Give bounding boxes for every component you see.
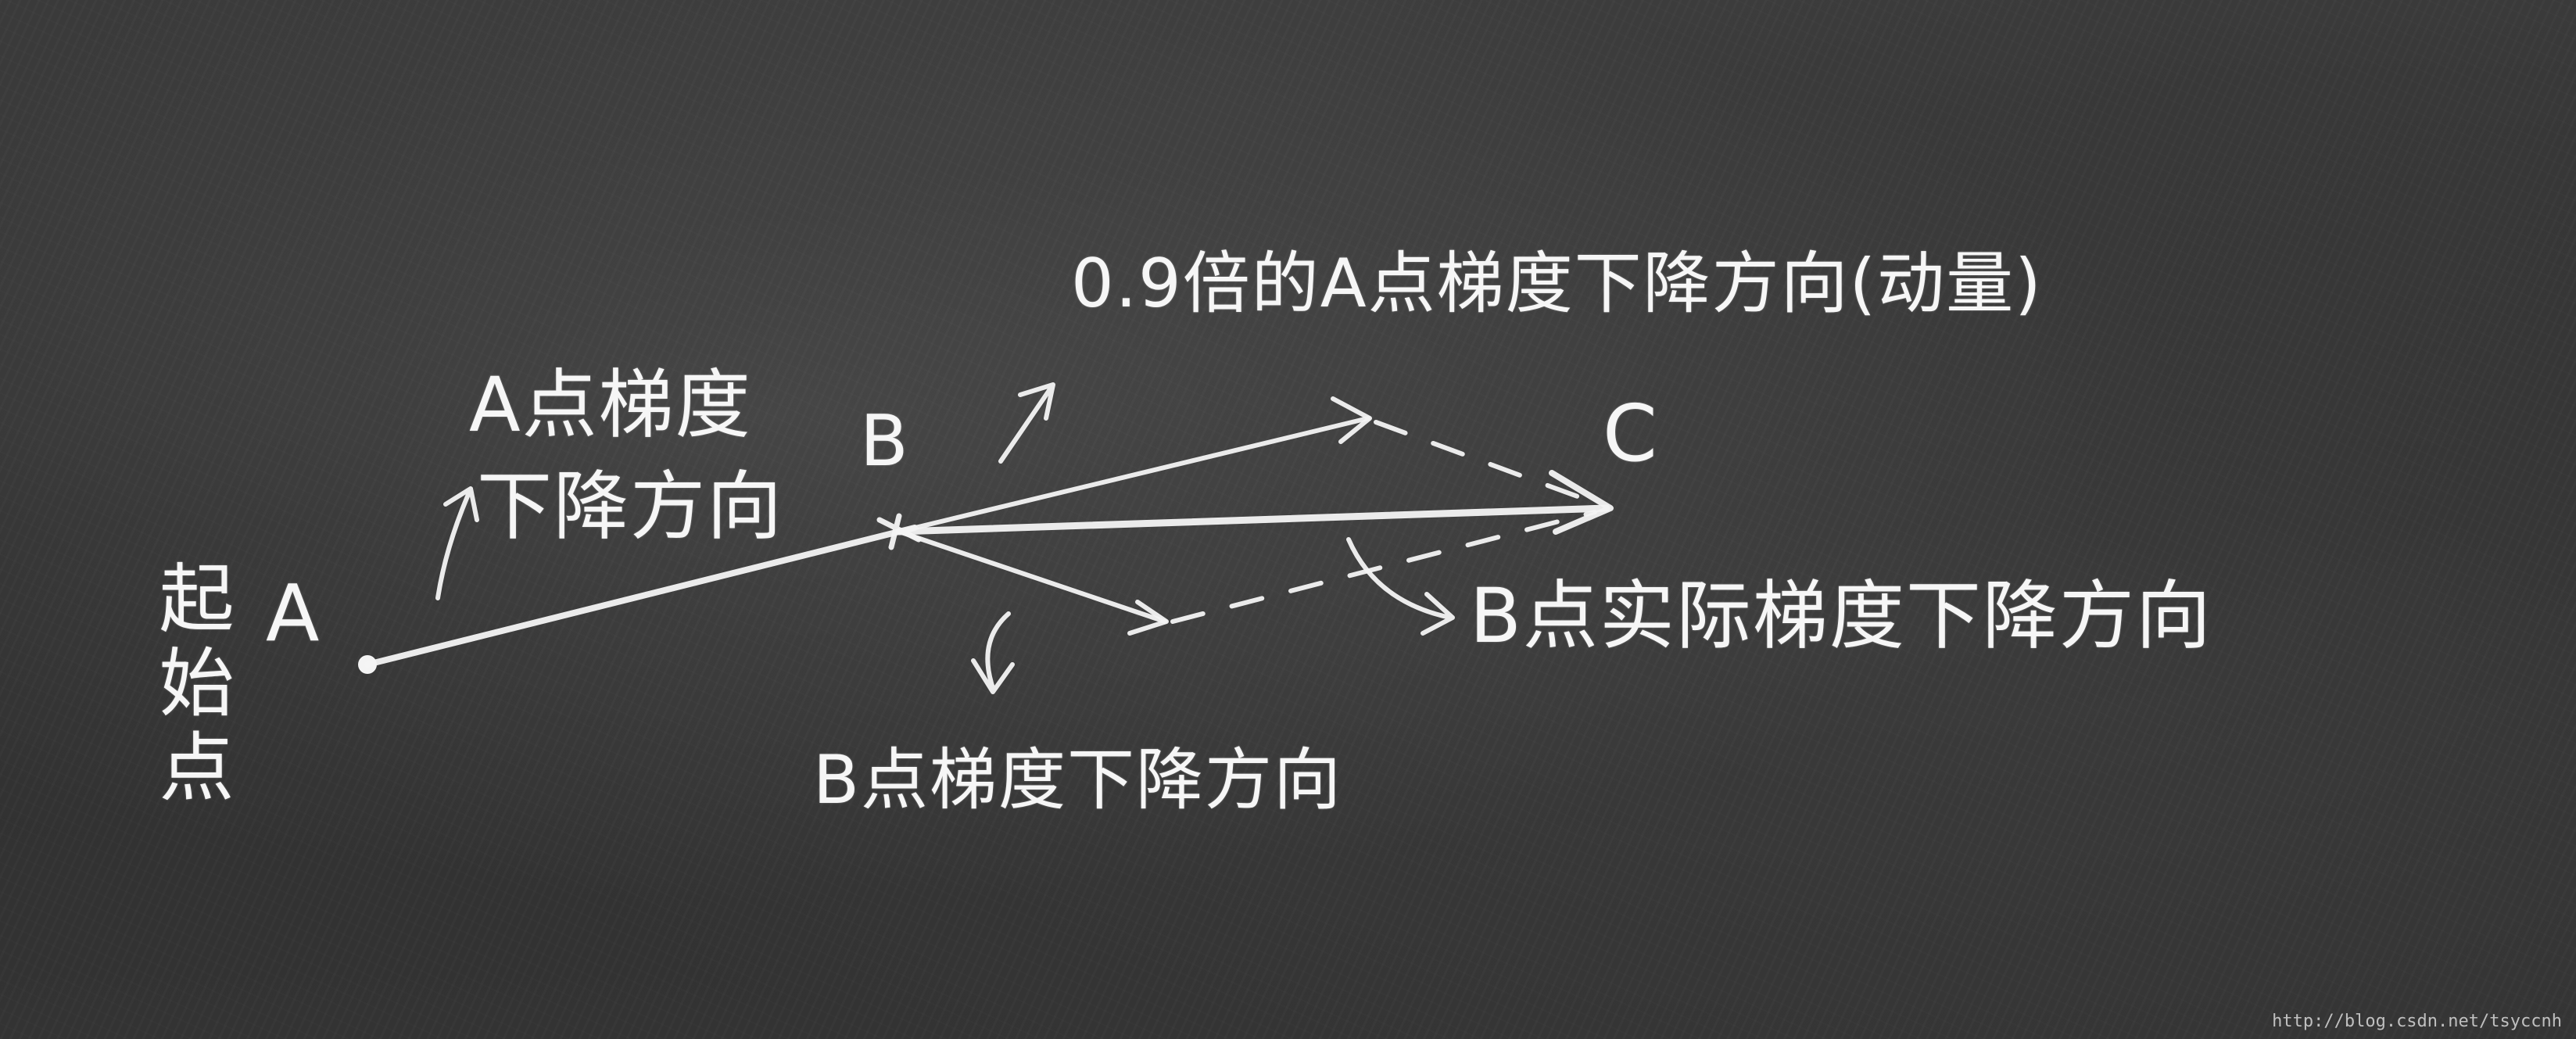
pointer-b-actual bbox=[1346, 537, 1455, 636]
momentum-label: 0.9倍的A点梯度下降方向(动量) bbox=[1071, 245, 2043, 323]
point-b-marker bbox=[876, 513, 922, 550]
dashed-momentum-to-c bbox=[1374, 420, 1601, 507]
a-gradient-label-line1: A点梯度 bbox=[469, 361, 752, 449]
vector-b-gradient bbox=[897, 529, 1167, 624]
vector-b-to-c bbox=[895, 504, 1610, 536]
pointer-a-gradient bbox=[435, 486, 479, 600]
dashed-bgrad-to-c bbox=[1170, 510, 1597, 624]
point-b-label: B bbox=[860, 400, 910, 482]
point-a-label: A bbox=[266, 568, 321, 659]
vector-momentum-arrowhead bbox=[1331, 396, 1372, 444]
a-gradient-label-line2: 下降方向 bbox=[477, 463, 783, 550]
vector-b-to-c-arrowhead bbox=[1549, 470, 1614, 535]
b-actual-label: B点实际梯度下降方向 bbox=[1470, 572, 2212, 660]
pointer-momentum bbox=[998, 382, 1055, 464]
point-c-label: C bbox=[1603, 388, 1659, 479]
vector-a-to-b bbox=[364, 525, 918, 668]
vector-momentum bbox=[897, 416, 1370, 534]
start-point-label: 起始点 bbox=[146, 559, 234, 812]
b-gradient-label: B点梯度下降方向 bbox=[813, 741, 1342, 819]
vector-b-gradient-arrowhead bbox=[1127, 600, 1169, 636]
pointer-b-gradient bbox=[971, 611, 1015, 694]
watermark: http://blog.csdn.net/tsyccnh bbox=[2272, 1012, 2562, 1031]
